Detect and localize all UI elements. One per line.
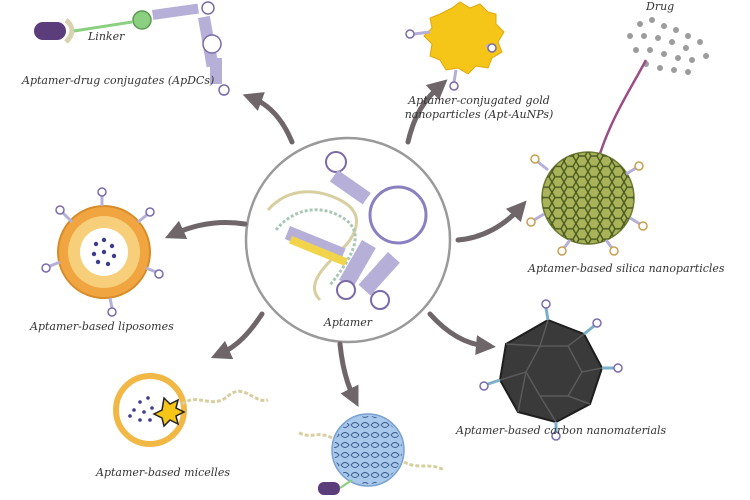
carbon-nanomaterial xyxy=(479,299,623,441)
connector-arrows xyxy=(164,79,527,407)
arrow-to-micelles xyxy=(210,311,265,360)
drug-loading-arrow xyxy=(594,59,648,165)
label-aunps-line2: nanoparticles (Apt-AuNPs) xyxy=(404,108,554,121)
gold-nanoparticle xyxy=(405,1,505,91)
label-micelles: Aptamer-based micelles xyxy=(96,466,230,479)
label-silica: Aptamer-based silica nanoparticles xyxy=(528,262,725,275)
central-aptamer xyxy=(244,136,452,344)
dendrimer-nanoparticle xyxy=(297,413,445,495)
micelle xyxy=(113,373,269,447)
label-linker: Linker xyxy=(88,30,125,43)
arrow-to-silica xyxy=(455,200,527,243)
arrow-to-carbon xyxy=(427,311,496,356)
arrow-to-apdcs xyxy=(242,92,295,145)
arrow-to-dendrimer xyxy=(337,341,359,407)
label-apdcs: Aptamer-drug conjugates (ApDCs) xyxy=(22,74,215,87)
label-aptamer-center: Aptamer xyxy=(323,316,373,329)
silica-nanoparticle xyxy=(526,151,648,256)
label-drug: Drug xyxy=(646,0,675,13)
label-carbon: Aptamer-based carbon nanomaterials xyxy=(456,424,667,437)
arrow-to-aunps xyxy=(405,79,448,145)
label-aunps-line1: Aptamer-conjugated gold xyxy=(408,94,550,107)
apdc-illustration xyxy=(34,1,230,96)
arrow-to-liposomes xyxy=(164,219,248,239)
drug-cloud xyxy=(627,17,709,75)
liposome xyxy=(41,187,164,317)
label-liposomes: Aptamer-based liposomes xyxy=(30,320,174,333)
